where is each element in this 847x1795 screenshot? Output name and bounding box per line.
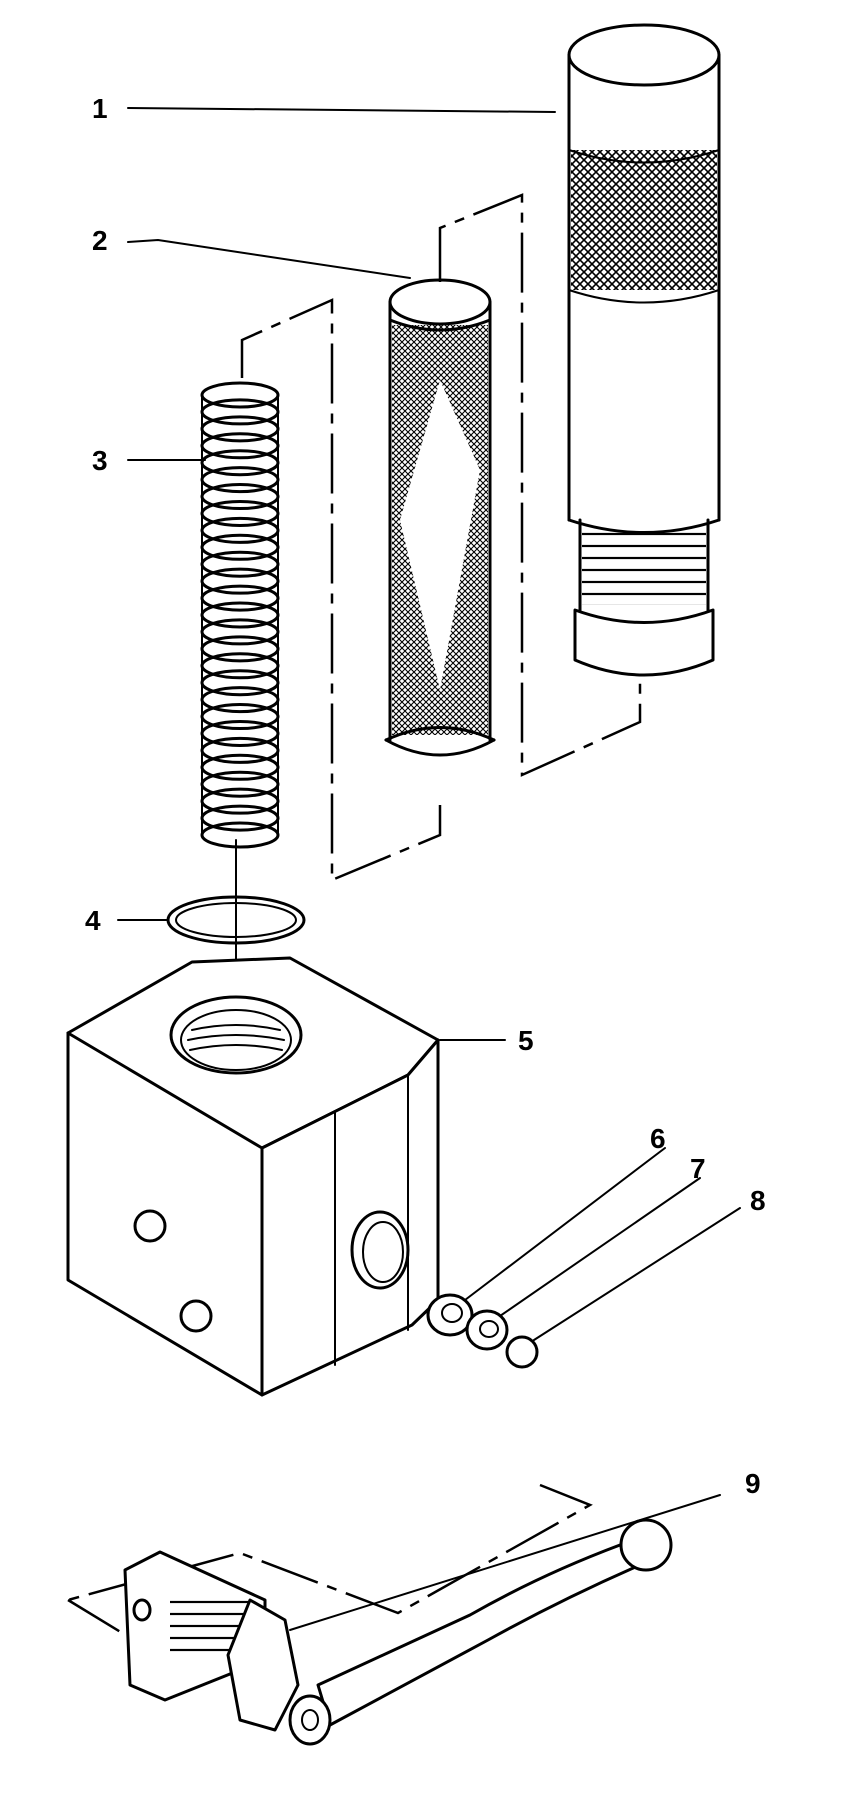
callout-5: 5 [518,1025,534,1056]
callout-7: 7 [690,1153,706,1184]
filter-housing-bowl [127,23,721,677]
callout-1: 1 [92,93,108,124]
callout-labels: 1 2 3 4 5 6 7 8 9 [85,93,766,1499]
o-ring [117,895,306,945]
callout-8: 8 [750,1185,766,1216]
callout-3: 3 [92,445,108,476]
callout-4: 4 [85,905,101,936]
check-ball-8 [505,1207,741,1369]
callout-6: 6 [650,1123,666,1154]
spring [200,381,280,849]
callout-2: 2 [92,225,108,256]
seal-washer-7 [465,1177,701,1351]
seal-washer-6 [426,1147,666,1337]
filter-element [127,239,496,757]
assembly-dashed-lines [67,193,642,1652]
callout-9: 9 [745,1468,761,1499]
spring-outline [201,394,279,836]
spring-coil [200,821,280,849]
drain-valve-handle [123,1494,721,1746]
